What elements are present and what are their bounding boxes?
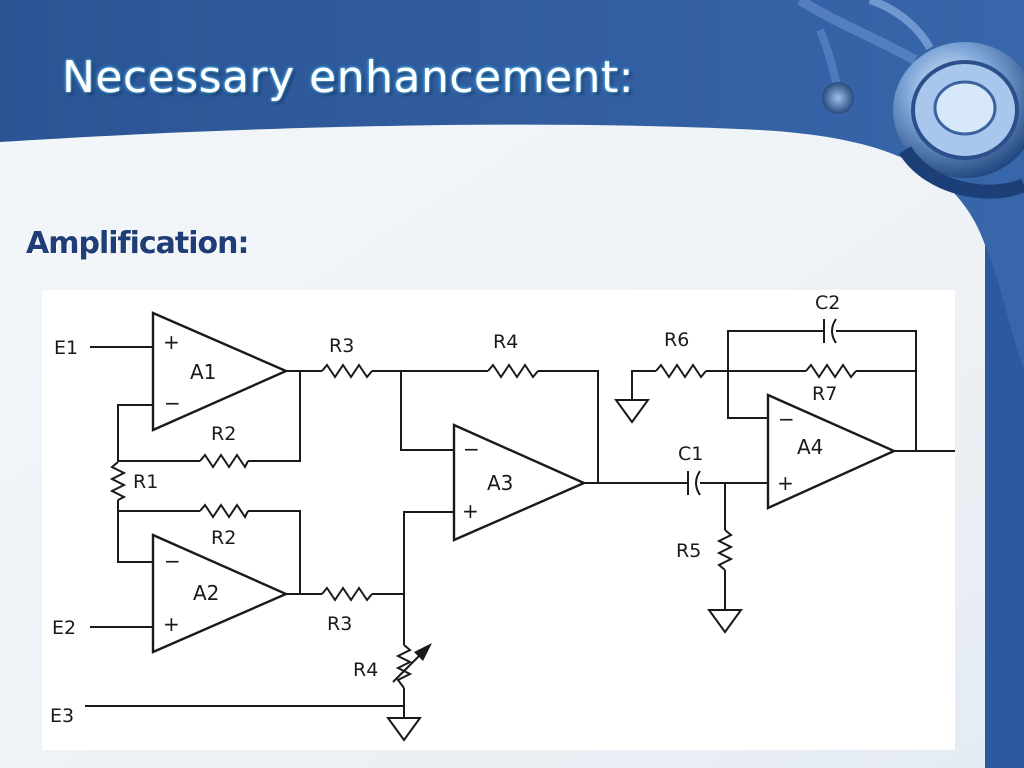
label-r1: R1 <box>133 471 158 493</box>
op-amp-a1 <box>151 311 289 432</box>
label-r2-top: R2 <box>211 423 236 445</box>
label-c2: C2 <box>815 292 840 314</box>
slide-title: Necessary enhancement: <box>62 52 635 103</box>
label-r7: R7 <box>812 383 837 405</box>
stethoscope-icon <box>797 0 1024 199</box>
polarity-a1-plus: + <box>163 330 180 354</box>
op-amp-a3 <box>452 423 587 542</box>
label-e2: E2 <box>52 617 76 639</box>
label-r5: R5 <box>676 540 701 562</box>
capacitor-c1 <box>678 470 701 496</box>
slide-subtitle: Amplification: <box>26 226 249 261</box>
resistor-r3-bottom <box>321 586 373 602</box>
grounds <box>386 399 743 742</box>
resistor-r1 <box>109 461 127 501</box>
resistor-r7 <box>805 363 857 379</box>
polarity-a4-minus: − <box>778 407 795 431</box>
label-r4-feedback: R4 <box>493 331 518 353</box>
op-amp-a4 <box>766 393 897 510</box>
ground-r5 <box>707 609 743 634</box>
label-r3-top: R3 <box>329 335 354 357</box>
label-r3-bottom: R3 <box>327 613 352 635</box>
label-e3: E3 <box>50 705 74 727</box>
label-a3: A3 <box>487 471 513 495</box>
label-a4: A4 <box>797 435 823 459</box>
component-labels: E1 E2 E3 R1 R2 R2 R3 R3 R4 R4 R6 R7 R5 C… <box>50 292 840 727</box>
polarity-a3-minus: − <box>463 437 480 461</box>
circuit-diagram: A1 A2 A3 A4 + − − + − + − + E1 E2 E3 R1 … <box>42 290 955 750</box>
label-c1: C1 <box>678 443 703 465</box>
polarity-a2-plus: + <box>163 612 180 636</box>
label-r4-variable: R4 <box>353 659 378 681</box>
resistor-r4-feedback <box>487 363 539 379</box>
capacitor-c2 <box>823 318 837 344</box>
polarity-a3-plus: + <box>462 499 479 523</box>
resistor-r5 <box>716 529 734 571</box>
label-r6: R6 <box>664 329 689 351</box>
label-a1: A1 <box>190 360 216 384</box>
polarity-a4-plus: + <box>777 471 794 495</box>
ground-r4 <box>386 717 422 742</box>
variable-arrow-head <box>414 643 432 661</box>
polarity-a1-minus: − <box>164 391 181 415</box>
label-r2-bottom: R2 <box>211 527 236 549</box>
resistor-r4-variable <box>395 644 413 689</box>
resistor-r3-top <box>321 363 373 379</box>
resistor-r2-bottom <box>199 503 249 519</box>
wires <box>85 330 955 718</box>
resistors <box>109 363 857 689</box>
capacitors <box>678 318 837 496</box>
op-amps <box>151 311 897 654</box>
resistor-r6 <box>655 363 707 379</box>
op-amp-a2 <box>151 533 289 654</box>
label-e1: E1 <box>54 337 78 359</box>
resistor-r2-top <box>199 453 249 469</box>
instrumentation-amplifier-schematic: A1 A2 A3 A4 + − − + − + − + E1 E2 E3 R1 … <box>50 292 955 742</box>
polarity-a2-minus: − <box>164 549 181 573</box>
ground-r6 <box>614 399 650 424</box>
label-a2: A2 <box>193 581 219 605</box>
op-amp-labels: A1 A2 A3 A4 + − − + − + − + <box>163 330 823 636</box>
